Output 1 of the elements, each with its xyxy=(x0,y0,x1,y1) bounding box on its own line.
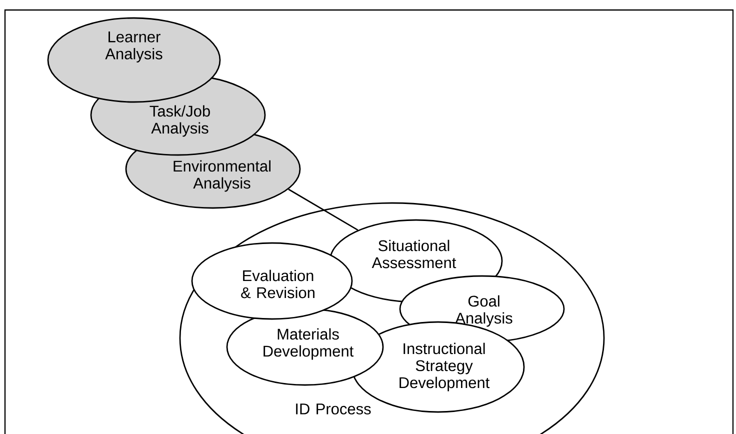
connector-line xyxy=(288,188,358,231)
